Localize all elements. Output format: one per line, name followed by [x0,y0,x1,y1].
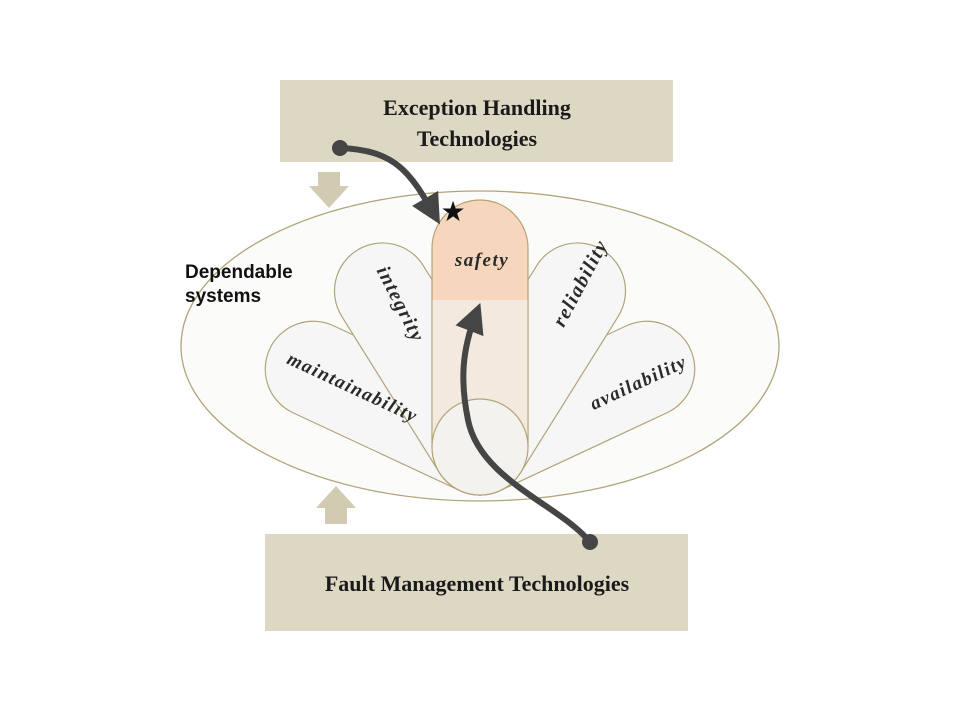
fault-management-title: Fault Management Technologies [325,571,630,596]
fault-management-box [265,534,688,631]
up-arrow-icon [316,486,356,524]
region-label-line1: Dependable [185,262,293,283]
region-label-line2: systems [185,286,261,307]
down-arrow-icon [309,172,349,208]
exception-handling-title-line2: Technologies [417,126,538,151]
exception-connector-dot [332,140,348,156]
fault-to-safety-connector [455,302,593,545]
petal-label-safety: safety [454,250,509,271]
exception-handling-title-line1: Exception Handling [383,95,571,120]
fault-connector-dot [582,534,598,550]
exception-to-safety-connector [337,145,440,225]
star-icon: ★ [440,195,465,228]
